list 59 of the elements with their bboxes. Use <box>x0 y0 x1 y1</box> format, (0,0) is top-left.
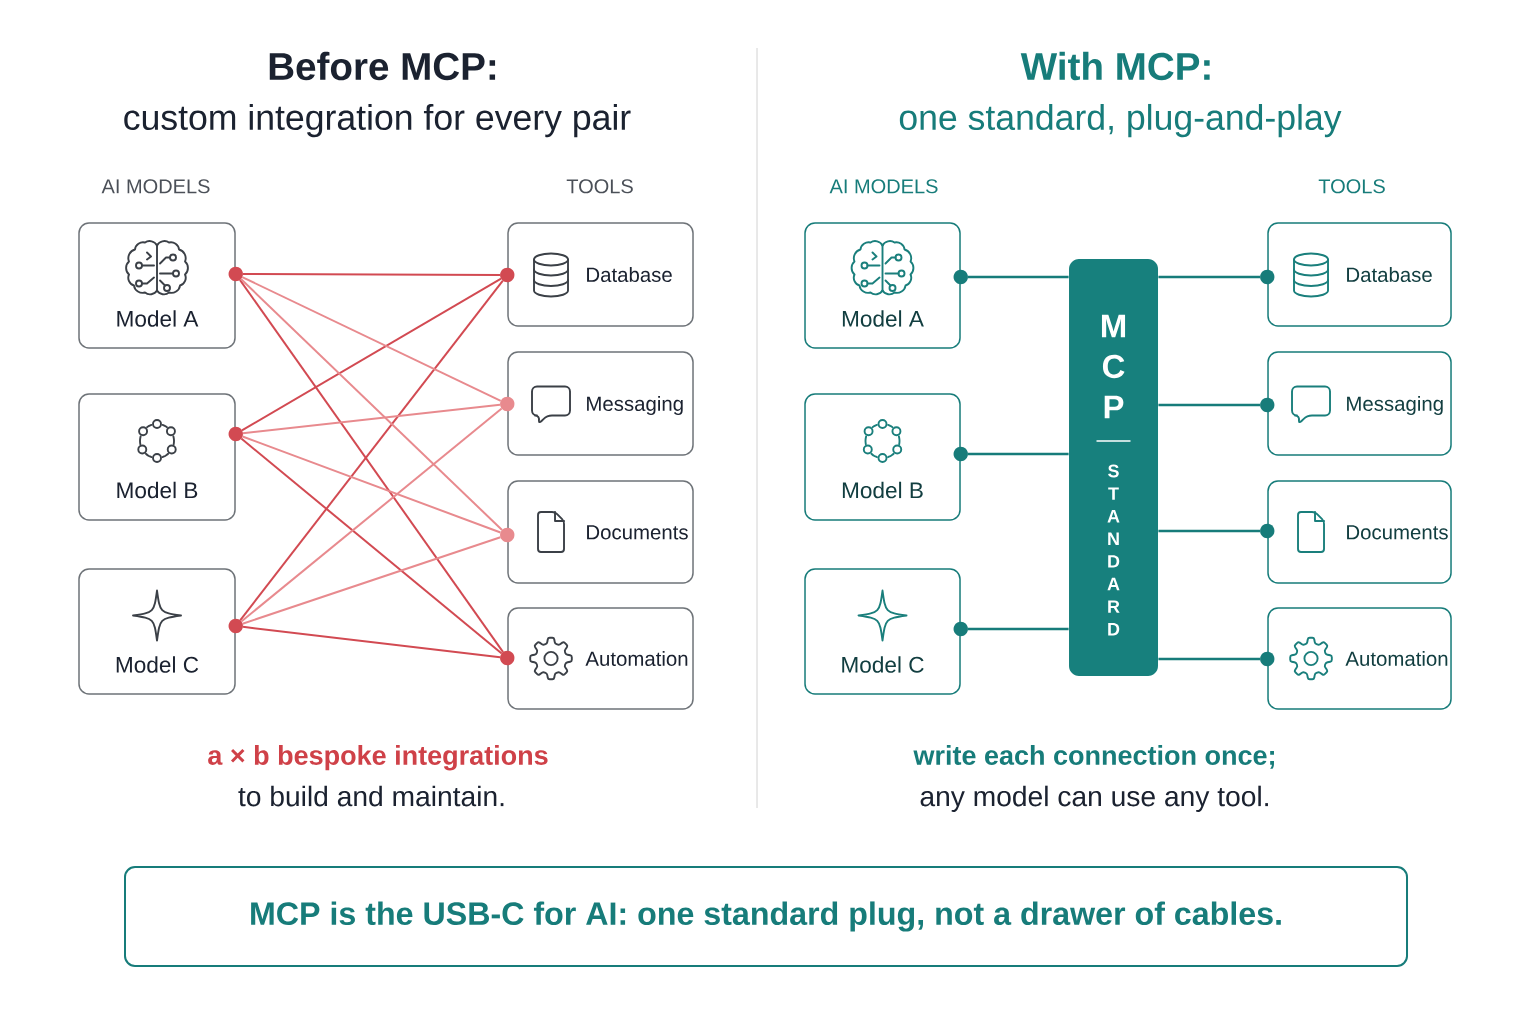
heading: With MCP: <box>1020 51 1210 81</box>
tool-box: Messaging <box>1267 351 1452 456</box>
model-box: Model A <box>804 222 961 349</box>
tool-box: Messaging <box>507 351 694 456</box>
connector-line <box>967 275 1069 279</box>
column-heading: AI MODELS <box>101 179 210 194</box>
connector-line <box>967 452 1069 456</box>
connection-dot <box>500 650 515 666</box>
column-heading: AI MODELS <box>829 179 938 194</box>
connection-dot <box>228 426 243 442</box>
note-text: to build and maintain. <box>238 785 504 807</box>
model-box: Model B <box>78 393 236 521</box>
tool-box: Database <box>507 222 694 327</box>
connector-line <box>1158 657 1261 661</box>
subheading: custom integration for every pair <box>124 103 631 138</box>
note-text: a × b bespoke integrations <box>208 745 548 771</box>
model-box: Model C <box>78 568 236 695</box>
connection-dot <box>228 618 243 634</box>
note-text: any model can use any tool. <box>920 785 1268 812</box>
connection-dot <box>1260 523 1275 539</box>
connection-dot <box>1260 397 1275 413</box>
connector-line <box>240 277 503 432</box>
model-box: Model B <box>804 393 961 521</box>
tool-box: Documents <box>507 480 694 584</box>
tool-box: Database <box>1267 222 1452 327</box>
connector-line <box>241 625 502 659</box>
column-heading: TOOLS <box>1318 179 1385 194</box>
connector-line <box>1158 403 1261 407</box>
tool-box: Automation <box>507 607 694 710</box>
column-heading: TOOLS <box>566 179 633 194</box>
connection-dot <box>1260 651 1275 667</box>
connector-line <box>967 627 1069 631</box>
connector-line <box>241 536 502 625</box>
connection-dot <box>953 621 968 637</box>
model-box: Model C <box>804 568 961 695</box>
connection-dot <box>500 267 515 283</box>
connector-line <box>1158 529 1261 533</box>
mcp-bar: MCP STANDARD <box>1069 259 1158 676</box>
subheading: one standard, plug-and-play <box>899 103 1342 138</box>
connection-dot <box>1260 269 1275 285</box>
connector-line <box>1158 275 1261 279</box>
connector-line <box>241 435 502 534</box>
connection-dot <box>500 527 515 543</box>
model-box: Model A <box>78 222 236 349</box>
connector-line <box>241 403 502 435</box>
tool-box: Documents <box>1267 480 1452 584</box>
connection-dot <box>953 446 968 462</box>
note-text: write each connection once; <box>913 745 1274 769</box>
tool-box: Automation <box>1267 607 1452 710</box>
connector-line <box>240 437 503 655</box>
heading: Before MCP: <box>269 51 496 81</box>
connection-dot <box>228 266 243 282</box>
connection-dot <box>500 396 515 412</box>
connector-line <box>239 278 504 531</box>
summary-box: MCP is the USB-C for AI: one standard plug, not a drawer of cables. <box>124 866 1408 967</box>
connector-line <box>240 407 503 623</box>
connector-line <box>241 273 502 276</box>
connector-line <box>241 276 502 402</box>
connection-dot <box>953 269 968 285</box>
